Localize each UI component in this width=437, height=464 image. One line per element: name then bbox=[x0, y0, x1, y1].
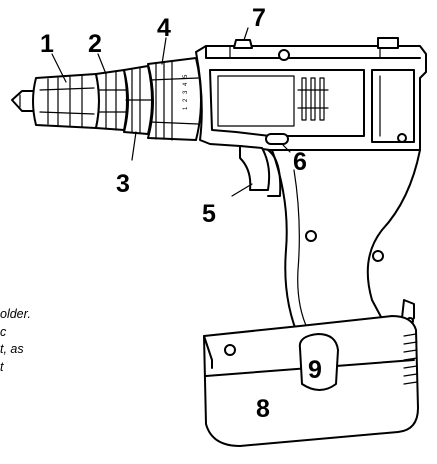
callout-9: 9 bbox=[308, 356, 322, 384]
battery-pack bbox=[203, 315, 419, 447]
handle bbox=[265, 133, 421, 341]
scale-digit: 2 bbox=[183, 98, 189, 102]
sleeve-ring bbox=[95, 69, 128, 131]
scale-digit: 5 bbox=[183, 74, 189, 78]
callout-5: 5 bbox=[202, 200, 216, 228]
scale-digit: 1 bbox=[183, 106, 189, 110]
note-line: t, as bbox=[0, 342, 24, 356]
callout-3: 3 bbox=[116, 170, 130, 198]
callout-6: 6 bbox=[293, 148, 307, 176]
motor-housing bbox=[195, 37, 427, 151]
callout-8: 8 bbox=[256, 395, 270, 423]
torque-ring bbox=[147, 57, 202, 141]
note-line: older. bbox=[0, 307, 31, 321]
scale-digit: 3 bbox=[183, 90, 189, 94]
trigger bbox=[239, 145, 282, 197]
scale-digit: 4 bbox=[183, 82, 189, 86]
callout-1: 1 bbox=[40, 30, 54, 58]
leader-lines bbox=[51, 27, 291, 197]
callout-7: 7 bbox=[252, 4, 266, 32]
note-line: c bbox=[0, 324, 7, 339]
speed-ring bbox=[123, 65, 153, 135]
torque-scale: 1 2 3 4 5 bbox=[183, 74, 189, 110]
callout-2: 2 bbox=[88, 30, 102, 58]
callout-numbers: 1 2 3 4 5 6 7 8 9 bbox=[40, 4, 322, 423]
note-line: t bbox=[0, 359, 4, 374]
truncated-note: older. c t, as t bbox=[0, 306, 120, 376]
callout-4: 4 bbox=[157, 14, 171, 42]
